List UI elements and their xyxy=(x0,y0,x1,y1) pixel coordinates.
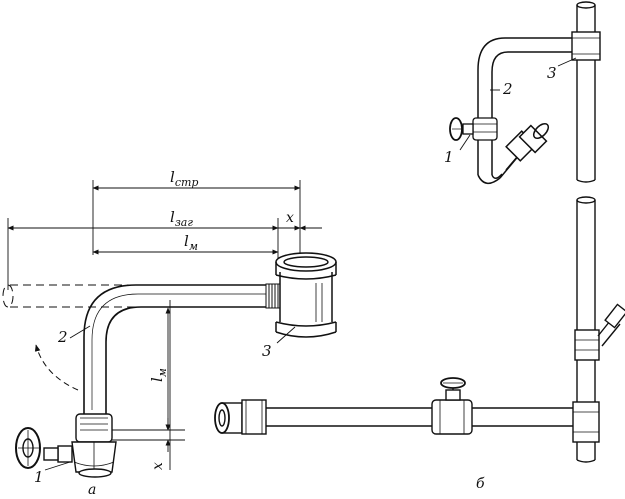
dimension-l-m-vertical xyxy=(108,300,185,470)
threaded-end xyxy=(265,283,281,309)
bent-pipe-b xyxy=(477,37,572,184)
label-l-zag: lзаг xyxy=(170,208,193,229)
callout-3-b: 3 xyxy=(547,64,557,82)
callout-leaders-a xyxy=(44,325,296,471)
callout-2-b: 2 xyxy=(502,80,513,98)
riser-upper xyxy=(571,1,601,183)
label-l-str: lстр xyxy=(170,168,198,189)
label-x-bottom: x xyxy=(150,462,166,470)
caption-a: а xyxy=(88,482,96,498)
figure-b xyxy=(214,1,625,463)
swing-arrow xyxy=(34,344,79,391)
figure-a-labels: lстр lзаг lм x lм x 2 1 3 а xyxy=(34,168,294,498)
callout-1-a: 1 xyxy=(34,468,44,486)
dimension-l-zag xyxy=(7,218,322,290)
dashed-straight-pipe xyxy=(2,284,275,308)
valve-b xyxy=(449,117,498,141)
bent-pipe xyxy=(83,284,272,418)
figure-a xyxy=(2,180,337,478)
label-l-m-vertical: lм xyxy=(148,368,169,382)
valve-a xyxy=(15,413,117,478)
caption-b: б xyxy=(476,476,485,492)
horizontal-pipe-b xyxy=(214,377,573,435)
callout-2-a: 2 xyxy=(57,328,68,346)
callout-3-a: 3 xyxy=(262,342,272,360)
tee-fitting xyxy=(275,252,337,338)
callout-1-b: 1 xyxy=(444,148,454,166)
dimension-l-str xyxy=(92,180,301,255)
figure-b-labels: 3 2 1 б xyxy=(444,64,557,492)
callout-leaders-b xyxy=(459,57,577,151)
label-l-m-top: lм xyxy=(184,232,198,253)
label-x-top: x xyxy=(286,210,294,226)
riser-lower xyxy=(572,196,625,463)
